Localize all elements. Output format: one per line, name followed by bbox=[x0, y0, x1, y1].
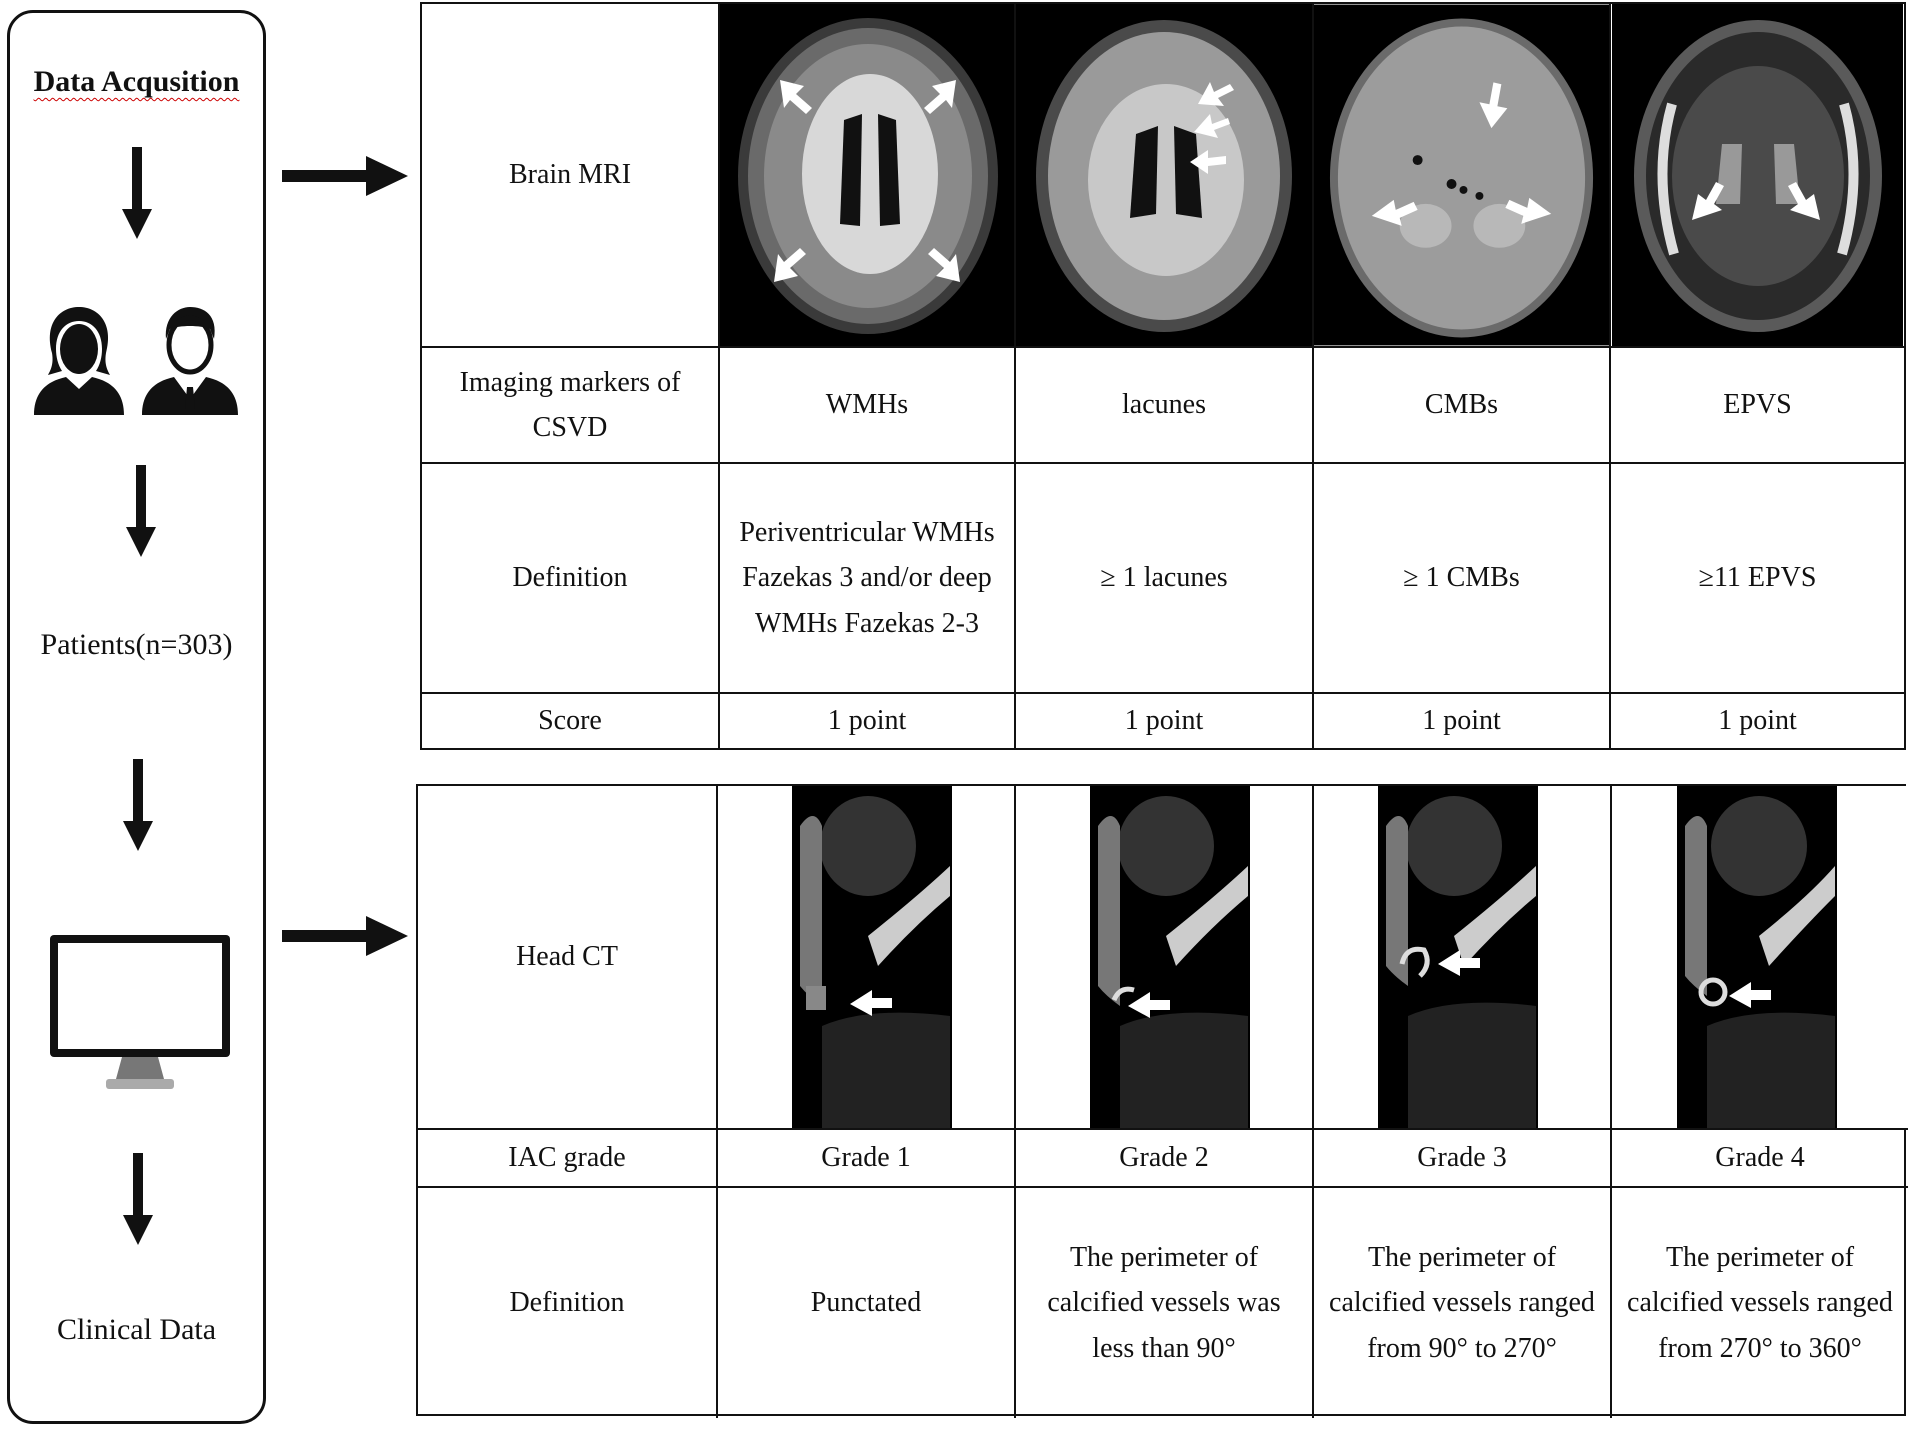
computer-monitor-icon bbox=[50, 935, 230, 1089]
clinical-data-label: Clinical Data bbox=[56, 1313, 217, 1346]
ct-image-grade-4 bbox=[1612, 786, 1908, 1130]
row-label-head-ct: Head CT bbox=[418, 786, 718, 1130]
row-label-ct-definition: Definition bbox=[418, 1188, 718, 1418]
annotation-arrow-icon bbox=[1371, 199, 1418, 226]
definition-grade-1: Punctated bbox=[718, 1188, 1016, 1418]
definition-wmhs: Periventricular WMHs Fazekas 3 and/or de… bbox=[720, 464, 1016, 694]
score-epvs: 1 point bbox=[1718, 705, 1797, 737]
annotation-arrow-icon bbox=[1479, 82, 1508, 129]
score-wmhs: 1 point bbox=[720, 694, 1016, 748]
ct-image-grade-1 bbox=[718, 786, 1016, 1130]
definition-cmbs: ≥ 1 CMBs bbox=[1314, 464, 1611, 694]
ct-image-grade-3 bbox=[1314, 786, 1612, 1130]
definition-grade-3: The perimeter of calcified vessels range… bbox=[1314, 1188, 1612, 1418]
annotation-arrow-icon bbox=[774, 248, 806, 282]
down-arrow-icon bbox=[126, 465, 156, 557]
marker-cmbs: CMBs bbox=[1314, 348, 1611, 464]
row-label-definition: Definition bbox=[422, 464, 720, 694]
row-label-brain-mri: Brain MRI bbox=[422, 4, 720, 348]
definition-grade-4: The perimeter of calcified vessels range… bbox=[1627, 1241, 1893, 1364]
row-label-score: Score bbox=[422, 694, 720, 748]
female-patient-icon bbox=[34, 307, 124, 415]
grade-4: Grade 4 bbox=[1612, 1130, 1908, 1188]
csvd-marker-table: Brain MRI bbox=[420, 2, 1906, 750]
annotation-arrow-icon bbox=[1194, 114, 1230, 138]
definition-lacunes: ≥ 1 lacunes bbox=[1016, 464, 1314, 694]
definition-grade-2: The perimeter of calcified vessels was l… bbox=[1016, 1188, 1314, 1418]
male-patient-icon bbox=[142, 307, 238, 415]
annotation-arrow-icon bbox=[1438, 950, 1480, 976]
right-arrow-icon bbox=[282, 156, 408, 196]
marker-lacunes: lacunes bbox=[1016, 348, 1314, 464]
annotation-arrow-icon bbox=[1190, 150, 1226, 174]
annotation-arrow-icon bbox=[1692, 182, 1724, 220]
iac-grade-table: Head CT bbox=[416, 784, 1908, 1418]
ct-image-grade-2 bbox=[1016, 786, 1314, 1130]
annotation-arrow-icon bbox=[780, 80, 812, 114]
flow-title: Data Acqusition bbox=[33, 65, 240, 98]
annotation-arrow-icon bbox=[924, 80, 956, 114]
row-label-iac-grade: IAC grade bbox=[418, 1130, 718, 1188]
annotation-arrow-icon bbox=[1729, 982, 1771, 1008]
marker-epvs: EPVS bbox=[1611, 348, 1904, 464]
mri-image-epvs bbox=[1611, 4, 1904, 348]
annotation-arrow-icon bbox=[1788, 182, 1820, 220]
patients-label: Patients(n=303) bbox=[40, 628, 233, 661]
marker-wmhs: WMHs bbox=[720, 348, 1016, 464]
down-arrow-icon bbox=[123, 759, 153, 851]
mri-image-cmbs bbox=[1314, 4, 1611, 348]
score-cmbs: 1 point bbox=[1314, 694, 1611, 748]
mri-image-lacunes bbox=[1016, 4, 1314, 348]
down-arrow-icon bbox=[122, 147, 152, 239]
annotation-arrow-icon bbox=[1505, 197, 1552, 224]
annotation-arrow-icon bbox=[1128, 992, 1170, 1018]
score-lacunes: 1 point bbox=[1016, 694, 1314, 748]
annotation-arrow-icon bbox=[850, 990, 892, 1016]
grade-1: Grade 1 bbox=[718, 1130, 1016, 1188]
mri-image-wmhs bbox=[720, 4, 1016, 348]
definition-epvs: ≥11 EPVS bbox=[1611, 464, 1904, 694]
annotation-arrow-icon bbox=[928, 248, 960, 282]
row-label-imaging-markers: Imaging markers of CSVD bbox=[422, 348, 720, 464]
grade-3: Grade 3 bbox=[1314, 1130, 1612, 1188]
annotation-arrow-icon bbox=[1198, 82, 1234, 106]
down-arrow-icon bbox=[123, 1153, 153, 1245]
data-acquisition-panel: Data Acqusition Patients(n=303) Clinical… bbox=[7, 10, 266, 1424]
right-arrow-icon bbox=[282, 916, 408, 956]
grade-2: Grade 2 bbox=[1016, 1130, 1314, 1188]
